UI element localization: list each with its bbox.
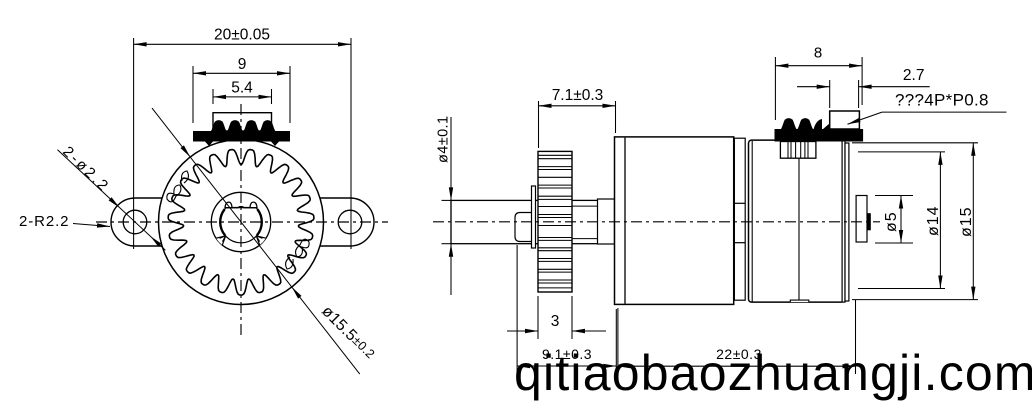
svg-text:ø5: ø5 — [883, 211, 900, 232]
svg-text:9: 9 — [238, 56, 247, 73]
svg-text:2-R2.2: 2-R2.2 — [19, 213, 69, 230]
svg-text:9.1±0.3: 9.1±0.3 — [542, 346, 592, 362]
svg-text:2.7: 2.7 — [903, 67, 925, 84]
svg-text:ø14: ø14 — [925, 205, 942, 236]
svg-text:ø15: ø15 — [958, 206, 975, 237]
svg-text:20±0.05: 20±0.05 — [214, 27, 270, 44]
svg-text:8: 8 — [814, 45, 822, 62]
svg-text:22±0.3: 22±0.3 — [716, 346, 762, 362]
svg-text:7.1±0.3: 7.1±0.3 — [552, 87, 604, 104]
svg-text:ø4±0.1: ø4±0.1 — [436, 116, 452, 163]
svg-text:5.4: 5.4 — [231, 79, 253, 96]
svg-text:???4P*P0.8: ???4P*P0.8 — [895, 91, 989, 110]
svg-text:3: 3 — [551, 313, 560, 330]
svg-text:2-ø2.2: 2-ø2.2 — [59, 143, 113, 196]
